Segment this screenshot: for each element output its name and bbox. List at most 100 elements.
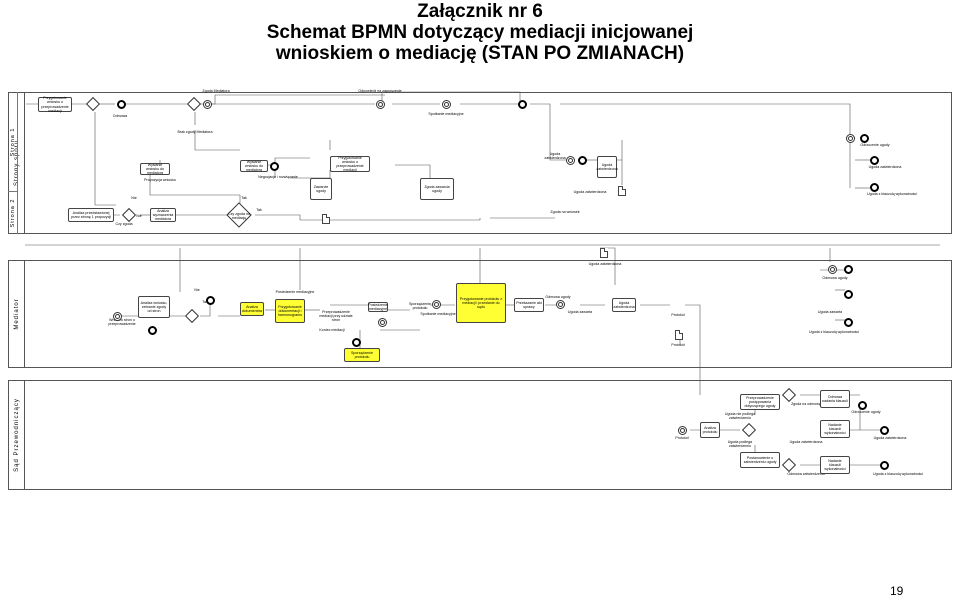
label-contest: Brak zgody Mediatora <box>177 130 213 134</box>
event-court-end-b <box>880 426 889 435</box>
lane-label-court: Sąd Przewodniczący <box>9 381 25 489</box>
event-end-a <box>270 162 279 171</box>
label-p2-no: Nie <box>136 214 142 218</box>
sublane-label-party1: Strona 1 <box>8 92 18 192</box>
label-med-protocol: Sporządzenie protokołu <box>409 302 431 311</box>
label-court-check1: Ugoda nie podlega zatwierdzeniu <box>724 412 756 421</box>
label-med-yes: Tak <box>202 300 208 304</box>
event-mediator-reject <box>556 300 565 309</box>
event-end-b <box>578 156 587 165</box>
task-consent-p2[interactable]: Analiza wyznaczenia mediatora <box>150 208 176 222</box>
label-med-agreement: Ugoda zawarta <box>567 310 593 314</box>
event-end-reject <box>860 134 869 143</box>
task-protocol[interactable]: Sporządzenie protokołu <box>344 348 380 362</box>
page-title-line-3: wnioskiem o mediację (STAN PO ZMIANACH) <box>275 43 685 64</box>
task-court-approve[interactable]: Ugoda zatwierdzona <box>596 156 618 178</box>
event-mediator-receive <box>113 312 122 321</box>
task-court-refuse[interactable]: Odmowa nadania klauzuli <box>820 390 850 408</box>
label-court-check2: Ugoda podlega zatwierdzeniu <box>727 440 753 449</box>
event-mediator-end-d <box>844 265 853 274</box>
label-court-end-b: Ugoda zatwierdzona <box>873 436 907 440</box>
event-mediator-end-f <box>844 318 853 327</box>
lane-parties: Strony sporu <box>8 92 952 234</box>
label-med-no: Nie <box>194 288 200 292</box>
label-session: Posiedzenie mediacyjne <box>275 290 315 294</box>
label-decision: Czy zgoda <box>115 222 133 226</box>
label-med-reject: Odmowa ugody <box>545 295 571 299</box>
event-mediator-mid2 <box>432 300 441 309</box>
event-meeting <box>442 100 451 109</box>
task-agreement[interactable]: Zawarcie ugody <box>310 178 332 200</box>
page-title-line-1: Załącznik nr 6 <box>417 1 543 22</box>
task-negotiate[interactable]: Posiedzenie mediacyjne <box>368 302 388 312</box>
task-court-approve-proc[interactable]: Przeprowadzenie postępowania dotyczącego… <box>740 394 780 410</box>
event-mediator-end-b <box>206 296 215 305</box>
label-mediation: Przeprowadzenie mediacji przy udziale st… <box>319 310 353 323</box>
label-med-reject-2: Odmowa ugody <box>822 276 848 280</box>
task-court-analysis[interactable]: Analiza protokołu <box>700 422 720 438</box>
label-court-ugoda2: Ugoda zatwierdzona <box>789 440 823 444</box>
label-propose: Propozycja wniosku <box>144 178 176 182</box>
task-court-decision[interactable]: Postanowienie o zatwierdzeniu ugody <box>740 452 780 468</box>
event-response <box>376 100 385 109</box>
lane-court: Sąd Przewodniczący <box>8 380 952 490</box>
label-court: Ugoda zatwierdzona <box>544 152 566 161</box>
task-send-request-2[interactable]: Wysłanie wniosku do mediatora <box>240 160 268 172</box>
label-response: Odpowiedź na zaproszenie <box>358 89 402 93</box>
task-mediator-approve[interactable]: Ugoda zatwierdzona <box>612 298 636 312</box>
sublane-label-party2: Strona 2 <box>8 192 18 234</box>
task-court-grant-2[interactable]: Nadanie klauzuli wykonalności <box>820 456 850 474</box>
label-med-protocol-doc: Ugoda zatwierdzona <box>588 262 622 266</box>
task-check-request[interactable]: Analiza wniosku, zebranie zgody od stron <box>138 296 170 318</box>
label-med-doc-2: Protokół <box>671 343 685 347</box>
task-plan[interactable]: Przygotowanie dokumentacji i harmonogram… <box>275 299 305 323</box>
label-approved: Ugoda zatwierdzona <box>868 165 902 169</box>
event-mediator-end-a <box>148 326 157 335</box>
event-mediator-consent <box>203 100 212 109</box>
label-reject: Odrzucenie ugody <box>860 143 890 147</box>
label-yes-p1: Tak <box>241 196 247 200</box>
document-court <box>618 186 626 196</box>
label-court-receive: Protokół <box>675 436 689 440</box>
task-report[interactable]: Przygotowanie protokołu z mediacji i prz… <box>456 283 506 323</box>
label-end: Koniec mediacji <box>319 328 345 332</box>
event-approve <box>566 156 575 165</box>
lane-label-parties: Strony sporu <box>9 93 25 233</box>
task-final-report[interactable]: Przekazanie akt sprawy <box>514 298 544 312</box>
lane-label-mediator: Mediator <box>9 261 25 367</box>
label-p2-meeting: Czy zgoda na mediację <box>228 212 250 221</box>
label-court-end-c: Ugoda z klauzulą wykonalności <box>873 472 923 476</box>
page-title-line-2: Schemat BPMN dotyczący mediacji inicjowa… <box>266 22 694 43</box>
event-mediator-end-e <box>844 290 853 299</box>
event-end-top <box>518 100 527 109</box>
event-end-final <box>870 183 879 192</box>
event-court-end-a <box>858 401 867 410</box>
task-prepare-request[interactable]: Przygotowanie wniosku o przeprowadzenie … <box>38 96 72 113</box>
label-receive: Wniosek stron o przeprowadzenie <box>108 318 136 327</box>
label-invite: Zgoda Mediatora <box>202 89 230 93</box>
label-med-meeting: Spotkanie mediacyjne <box>420 312 456 316</box>
label-court-2: Ugoda zatwierdzona <box>573 190 607 194</box>
task-court-grant[interactable]: Nadanie klauzuli wykonalności <box>820 420 850 438</box>
task-report-end[interactable]: Zgoda zawarcia ugody <box>420 178 454 200</box>
task-send-request[interactable]: Wysłanie wniosku do mediatora <box>140 163 170 175</box>
document-p2 <box>322 214 330 224</box>
event-end-refusal <box>117 100 126 109</box>
label-court-end-a: Odrzucenie ugody <box>851 410 881 414</box>
task-consult-docs[interactable]: Analiza dokumentów <box>240 302 264 316</box>
label-final: Ugoda z klauzulą wykonalności <box>867 192 917 196</box>
label-p2-yes: Tak <box>256 208 262 212</box>
label-med-agreement-2: Ugoda zawarta <box>817 310 843 314</box>
event-mediator-end-c <box>352 338 361 347</box>
event-mediator-mid <box>378 318 387 327</box>
task-prepare-report[interactable]: Przygotowanie wniosku o przeprowadzenie … <box>330 156 370 172</box>
label-refusal: Odmowa <box>112 114 128 118</box>
page-number: 19 <box>890 584 904 598</box>
event-mediator-approve <box>828 265 837 274</box>
label-court-ugoda4: Odmowa zatwierdzenia <box>787 472 825 476</box>
label-med-final: Ugoda z klauzulą wykonalności <box>809 330 859 334</box>
label-med-doc: Protokół <box>671 313 685 317</box>
document-med-top <box>600 248 608 258</box>
task-analysis-p2[interactable]: Analiza przedstawionej przez stronę 1 pr… <box>68 208 114 222</box>
document-mediator <box>675 330 683 340</box>
